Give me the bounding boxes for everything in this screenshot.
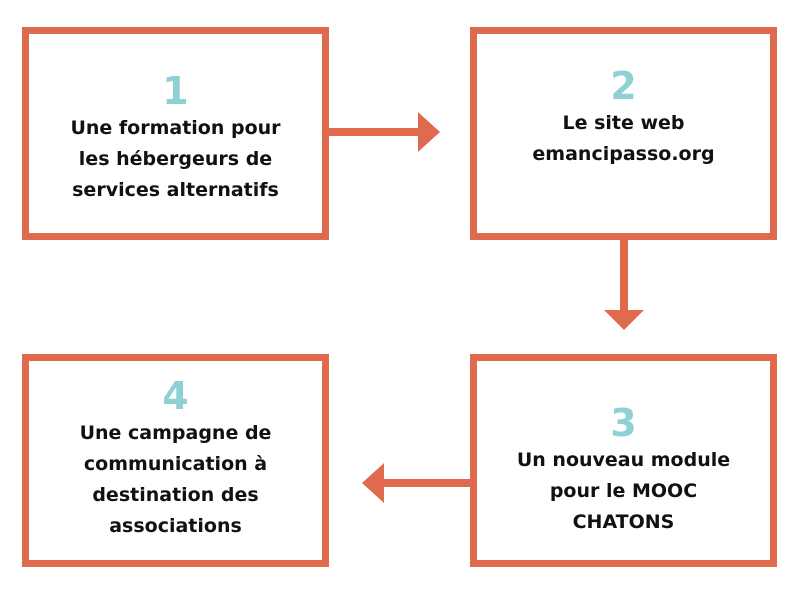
step-box-4: 4 Une campagne de communication à destin… (22, 354, 329, 567)
step-box-1: 1 Une formation pour les hébergeurs de s… (22, 27, 329, 240)
step-box-3: 3 Un nouveau module pour le MOOC CHATONS (470, 354, 777, 567)
step-number: 2 (610, 63, 637, 108)
step-number: 3 (610, 401, 637, 445)
arrow-step2-to-step3 (604, 240, 644, 330)
arrow-step3-to-step4 (362, 463, 470, 503)
step-label: Une formation pour les hébergeurs de ser… (70, 117, 281, 201)
arrow-step1-to-step2 (329, 112, 440, 152)
step-label: Le site web emancipasso.org (532, 111, 715, 165)
step-number: 1 (162, 69, 189, 113)
step-number: 4 (162, 373, 189, 418)
step-label: Un nouveau module pour le MOOC CHATONS (516, 449, 731, 533)
step-box-2: 2 Le site web emancipasso.org (470, 27, 777, 240)
step-label: Une campagne de communication à destinat… (79, 421, 272, 537)
